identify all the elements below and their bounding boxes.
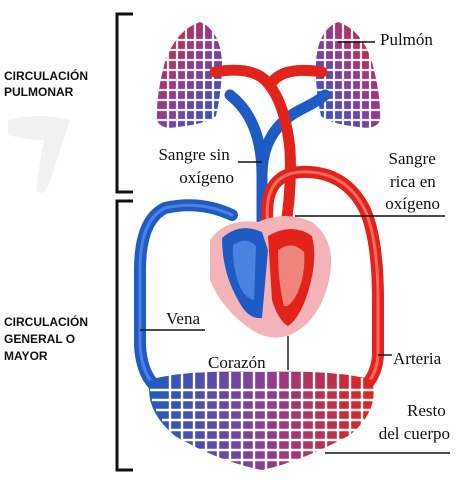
pulmonary-artery — [224, 89, 331, 246]
aorta-inner — [265, 170, 380, 398]
pulmonary-vein — [209, 64, 328, 236]
systemic-section-title: CIRCULACIÓN GENERAL O MAYOR — [4, 314, 91, 363]
heart-left-chamber — [278, 245, 305, 307]
leader-lines — [140, 41, 450, 454]
pulmonary-bracket — [115, 12, 133, 194]
artery-label: Arteria — [393, 349, 442, 368]
systemic-bracket — [115, 199, 133, 472]
deoxygenated-label: Sangre sin oxígeno — [158, 145, 234, 187]
right-lung — [315, 20, 382, 130]
rest-of-body-label: Resto del cuerpo — [379, 401, 450, 443]
left-lung — [156, 20, 222, 130]
background-watermark — [8, 116, 70, 193]
heart-label: Corazón — [208, 353, 266, 372]
heart-right-chamber — [232, 240, 256, 300]
pulmonary-section-title: CIRCULACIÓN PULMONAR — [4, 68, 91, 99]
vena-cava-inner — [138, 203, 234, 397]
vein-label: Vena — [166, 309, 200, 328]
oxygenated-label: Sangre rica en oxígeno — [385, 149, 440, 213]
lung-label: Pulmón — [380, 30, 433, 49]
body-capillaries — [149, 371, 375, 470]
heart — [210, 216, 332, 338]
